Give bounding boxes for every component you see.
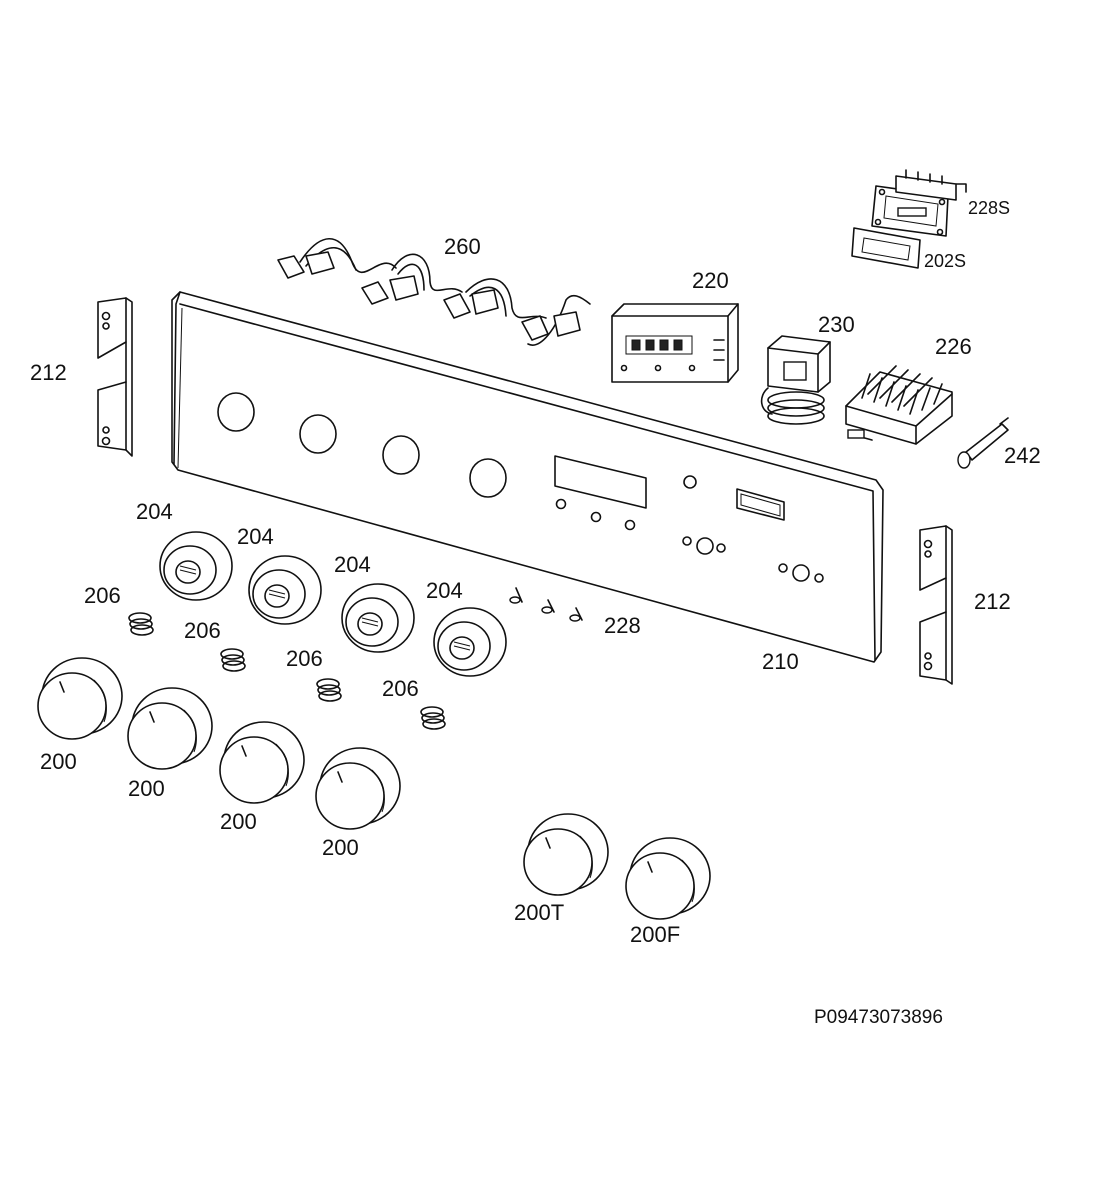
label-knob-1: 200	[40, 749, 77, 774]
label-screws: 228	[604, 613, 641, 638]
connector-4	[521, 311, 581, 341]
spring-3	[316, 678, 342, 702]
bezel-ring-3	[341, 583, 415, 653]
bezel-ring-4	[433, 607, 507, 677]
screws	[509, 587, 583, 622]
side-bracket-left	[97, 297, 133, 457]
side-bracket-right	[919, 525, 953, 685]
reference-code: P09473073896	[814, 1007, 943, 1028]
label-thermostat: 230	[818, 312, 855, 337]
thermostat	[760, 335, 831, 425]
switch-gasket	[851, 227, 921, 269]
label-timer-knob: 200T	[514, 900, 564, 925]
label-clock: 220	[692, 268, 729, 293]
switch-module	[871, 169, 967, 237]
label-spring-4: 206	[382, 676, 419, 701]
label-bracket-left: 212	[30, 360, 67, 385]
label-knob-4: 200	[322, 835, 359, 860]
function-selector	[845, 365, 953, 445]
label-knob-3: 200	[220, 809, 257, 834]
spring-4	[420, 706, 446, 730]
label-panel: 210	[762, 649, 799, 674]
label-ring-3: 204	[334, 552, 371, 577]
label-selector: 226	[935, 334, 972, 359]
label-ring-2: 204	[237, 524, 274, 549]
wiring-harness	[277, 237, 591, 346]
label-wiring: 260	[444, 234, 481, 259]
connector-2	[361, 275, 419, 305]
label-gasket: 202S	[924, 251, 966, 271]
control-knob-2	[127, 687, 213, 770]
timer-knob	[523, 813, 609, 896]
label-knob-2: 200	[128, 776, 165, 801]
oven-lamp	[957, 417, 1009, 469]
control-knob-4	[315, 747, 401, 830]
control-knob-1	[37, 657, 123, 740]
bezel-ring-1	[159, 531, 233, 601]
label-bracket-right: 212	[974, 589, 1011, 614]
label-function-knob: 200F	[630, 922, 680, 947]
control-panel	[171, 291, 884, 663]
label-switch: 228S	[968, 198, 1010, 218]
connector-1	[277, 251, 335, 279]
callout-labels: 260 220 230 226 242 228S 202S 212 212 21…	[30, 198, 1041, 1028]
connector-3	[443, 289, 499, 319]
label-spring-2: 206	[184, 618, 221, 643]
bezel-ring-2	[248, 555, 322, 625]
label-spring-3: 206	[286, 646, 323, 671]
label-ring-4: 204	[426, 578, 463, 603]
label-ring-1: 204	[136, 499, 173, 524]
spring-1	[128, 612, 154, 636]
spring-2	[220, 648, 246, 672]
label-spring-1: 206	[84, 583, 121, 608]
clock-module	[611, 303, 739, 383]
label-lamp: 242	[1004, 443, 1041, 468]
control-knob-3	[219, 721, 305, 804]
function-knob	[625, 837, 711, 920]
